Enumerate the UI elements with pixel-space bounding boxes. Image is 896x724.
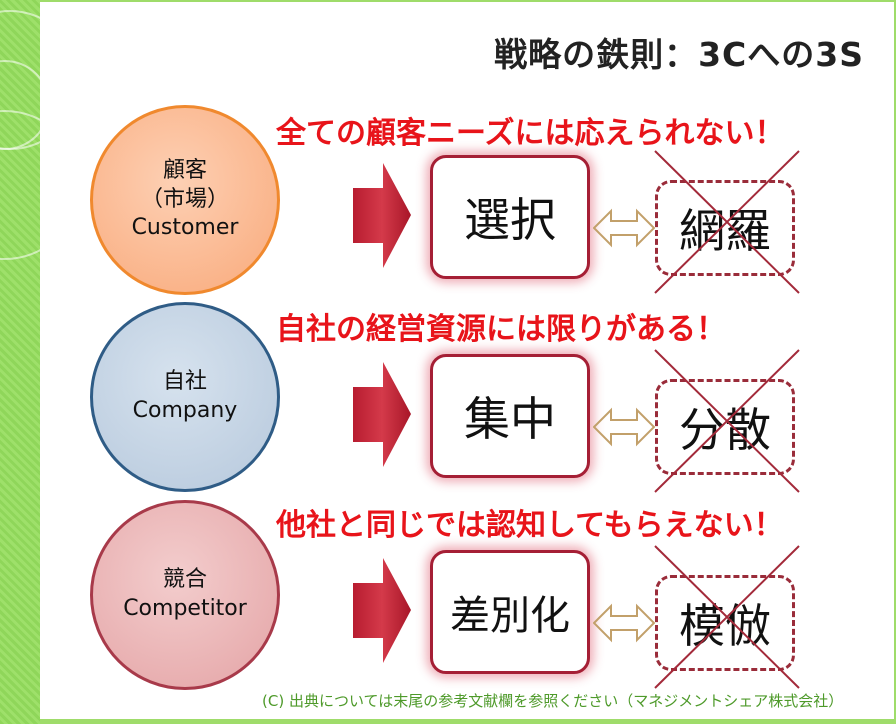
headline-company: 自社の経営資源には限りがある！ xyxy=(276,312,726,347)
circle-label: 顧客 xyxy=(162,158,207,184)
right-arrow-icon xyxy=(353,558,411,663)
rejected-box: 模倣 xyxy=(655,575,795,671)
circle-label: （市場） xyxy=(140,186,229,212)
headline-competitor: 他社と同じでは認知してもらえない！ xyxy=(276,508,784,543)
competitor-circle: 競合 Competitor xyxy=(90,500,280,690)
rejected-box: 分散 xyxy=(655,379,795,475)
slide-title: 戦略の鉄則：3Cへの3S xyxy=(494,35,864,74)
right-arrow-icon xyxy=(353,163,411,268)
copyright-footer: (C) 出典については末尾の参考文献欄を参照ください（マネジメントシェア株式会社… xyxy=(262,692,844,710)
circle-label: 自社 xyxy=(162,369,207,395)
choice-box: 集中 xyxy=(430,354,590,478)
circle-label: 競合 xyxy=(162,567,207,593)
choice-box: 差別化 xyxy=(430,550,590,674)
circle-label: Competitor xyxy=(123,596,247,621)
choice-box: 選択 xyxy=(430,155,590,279)
circle-label: Customer xyxy=(131,215,239,241)
right-arrow-icon xyxy=(353,362,411,467)
company-circle: 自社 Company xyxy=(90,302,280,492)
headline-customer: 全ての顧客ニーズには応えられない！ xyxy=(276,116,785,151)
circle-label: Company xyxy=(132,398,238,423)
decorative-green-strip xyxy=(0,0,40,724)
double-arrow-icon xyxy=(593,208,655,248)
double-arrow-icon xyxy=(593,603,655,643)
customer-circle: 顧客 （市場） Customer xyxy=(90,105,280,295)
double-arrow-icon xyxy=(593,407,655,447)
rejected-box: 網羅 xyxy=(655,180,795,276)
